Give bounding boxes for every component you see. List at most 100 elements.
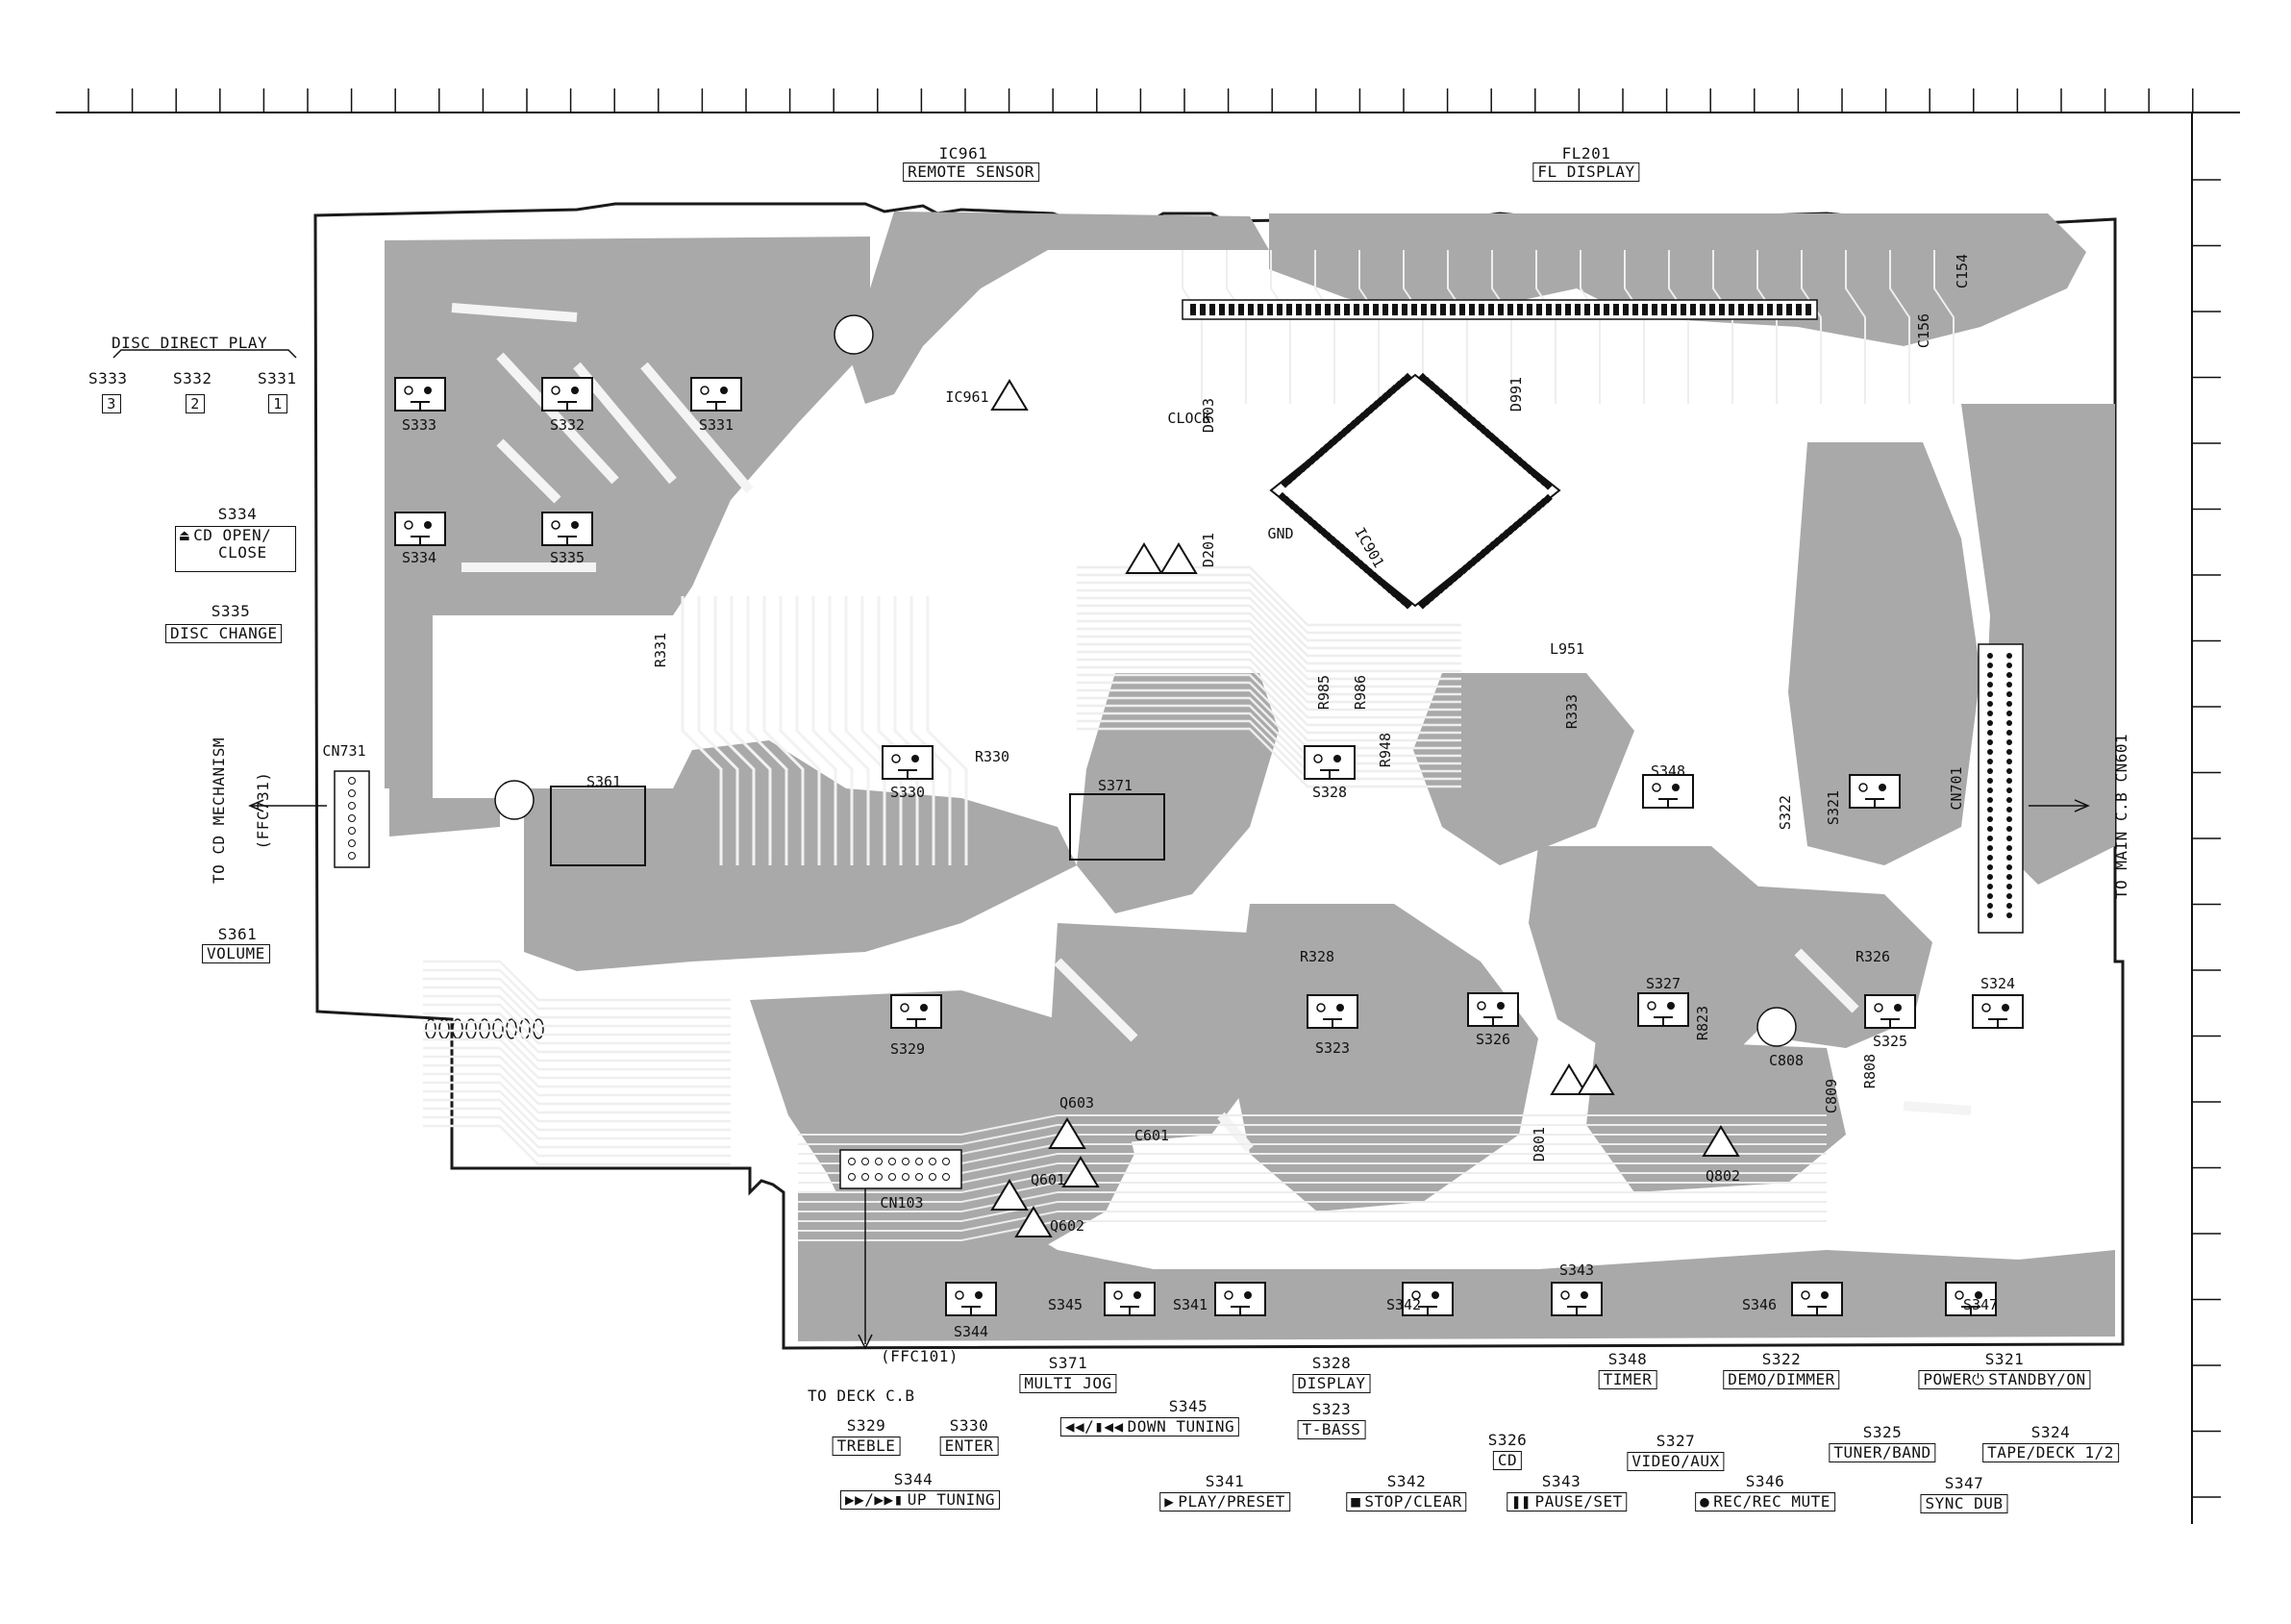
silk-label-r333: R333 — [1563, 694, 1581, 729]
trace — [423, 1115, 731, 1158]
cn701-pin — [2006, 855, 2012, 861]
switch-pad — [1955, 1290, 1964, 1300]
s322-ref: S322 — [1761, 1350, 1802, 1368]
switch-pad — [1652, 783, 1661, 792]
trace — [1077, 696, 1461, 758]
fl-pin — [1565, 304, 1571, 315]
trace — [746, 596, 788, 865]
silk-label-d991: D991 — [1507, 377, 1525, 412]
silk-label-d903: D903 — [1200, 398, 1217, 433]
trace — [1077, 688, 1461, 750]
copper-pour — [385, 237, 870, 788]
fl-pin — [1479, 304, 1484, 315]
cn701-pin — [1987, 797, 1993, 803]
trace — [1077, 596, 1461, 658]
tape-deck-label: TAPE/DECK 1/2 — [1982, 1443, 2119, 1462]
switch-pad — [891, 754, 901, 763]
fl-pin — [1325, 304, 1331, 315]
switch-pad — [1244, 1291, 1252, 1299]
switch-pad — [1477, 1001, 1486, 1011]
silk-label-q601: Q601 — [1031, 1171, 1065, 1188]
cn103-pin — [888, 1158, 896, 1165]
switch-pad — [911, 755, 919, 762]
cn701-pin — [1987, 874, 1993, 880]
pour-relief — [496, 352, 619, 485]
fl-pin — [1748, 304, 1754, 315]
silk-label-s344: S344 — [954, 1323, 988, 1340]
switch-symbol — [411, 401, 430, 410]
fl-pin — [1459, 304, 1465, 315]
switch-symbol — [907, 1018, 926, 1027]
cn701-pin — [2006, 797, 2012, 803]
cn701-pin — [1987, 701, 1993, 707]
cn701-pin — [2006, 864, 2012, 870]
switch-symbol — [1418, 1306, 1437, 1314]
cn701-connector — [1978, 643, 2024, 934]
s329-ref: S329 — [846, 1416, 886, 1435]
silk-label-c154: C154 — [1954, 254, 1971, 288]
switch-pad — [2002, 1004, 2009, 1012]
switch-pad — [1981, 1003, 1991, 1012]
cn701-pin — [2006, 816, 2012, 822]
video-aux-label: VIDEO/AUX — [1627, 1452, 1725, 1471]
transistor — [1702, 1125, 1740, 1157]
cn701-pin — [1987, 720, 1993, 726]
cn701-pin — [2006, 749, 2012, 755]
disc-direct-bracket — [112, 349, 297, 359]
trace — [423, 1124, 731, 1166]
pour-relief — [640, 362, 754, 494]
cn731-pin — [348, 852, 356, 860]
switch-pad — [571, 521, 579, 529]
trace — [811, 596, 854, 865]
cn701-pin — [2006, 759, 2012, 764]
trace — [1077, 627, 1461, 688]
silk-label-s330: S330 — [890, 784, 925, 801]
silk-label-s325: S325 — [1873, 1033, 1907, 1050]
copper-pour — [1048, 923, 1269, 1144]
cn701-pin — [1987, 711, 1993, 716]
trace — [1077, 665, 1461, 727]
cn701-pin — [1987, 672, 1993, 678]
cn731-pin — [348, 814, 356, 822]
fl-pin — [1306, 304, 1311, 315]
trace — [1077, 635, 1461, 696]
fl-pin — [1575, 304, 1581, 315]
switch-pad — [1560, 1290, 1570, 1300]
silk-label-c156: C156 — [1915, 313, 1932, 348]
silk-label-c809: C809 — [1823, 1079, 1840, 1113]
trace — [423, 1020, 731, 1062]
cn701-pin — [1987, 864, 1993, 870]
switch-pad — [1894, 1004, 1902, 1012]
switch-symbol — [1865, 798, 1884, 807]
fl-pin — [1796, 304, 1802, 315]
silk-label-r986: R986 — [1352, 675, 1369, 710]
cn701-pin — [2006, 730, 2012, 736]
cn701-pin — [2006, 787, 2012, 793]
s332-key-2: 2 — [186, 394, 205, 413]
pause-set-label: ❚❚PAUSE/SET — [1507, 1492, 1628, 1512]
cn701-pin — [1987, 653, 1993, 659]
trace — [423, 1055, 731, 1097]
switch-symbol — [558, 536, 577, 544]
s333-ref: S333 — [88, 369, 128, 387]
pour-relief — [451, 303, 578, 322]
main-cb-arrow — [2074, 799, 2090, 812]
trace — [423, 1089, 731, 1132]
trace — [1077, 588, 1461, 650]
pcb-components — [334, 299, 2024, 1316]
stop-icon: ■ — [1351, 1492, 1361, 1511]
cn731-pin — [348, 827, 356, 835]
trace — [423, 968, 731, 1011]
silk-label-s322: S322 — [1777, 795, 1794, 830]
switch-symbol — [1231, 1306, 1250, 1314]
volume-label: VOLUME — [202, 944, 270, 963]
trace — [1077, 658, 1461, 719]
switch-symbol — [707, 401, 726, 410]
fl-pin — [1700, 304, 1706, 315]
cn701-pin — [1987, 893, 1993, 899]
silk-label-q603: Q603 — [1059, 1094, 1094, 1112]
ffc731-label: (FFC731) — [254, 771, 272, 850]
fl-pin — [1421, 304, 1427, 315]
cn103-pin — [929, 1158, 936, 1165]
pour-relief — [496, 438, 561, 504]
